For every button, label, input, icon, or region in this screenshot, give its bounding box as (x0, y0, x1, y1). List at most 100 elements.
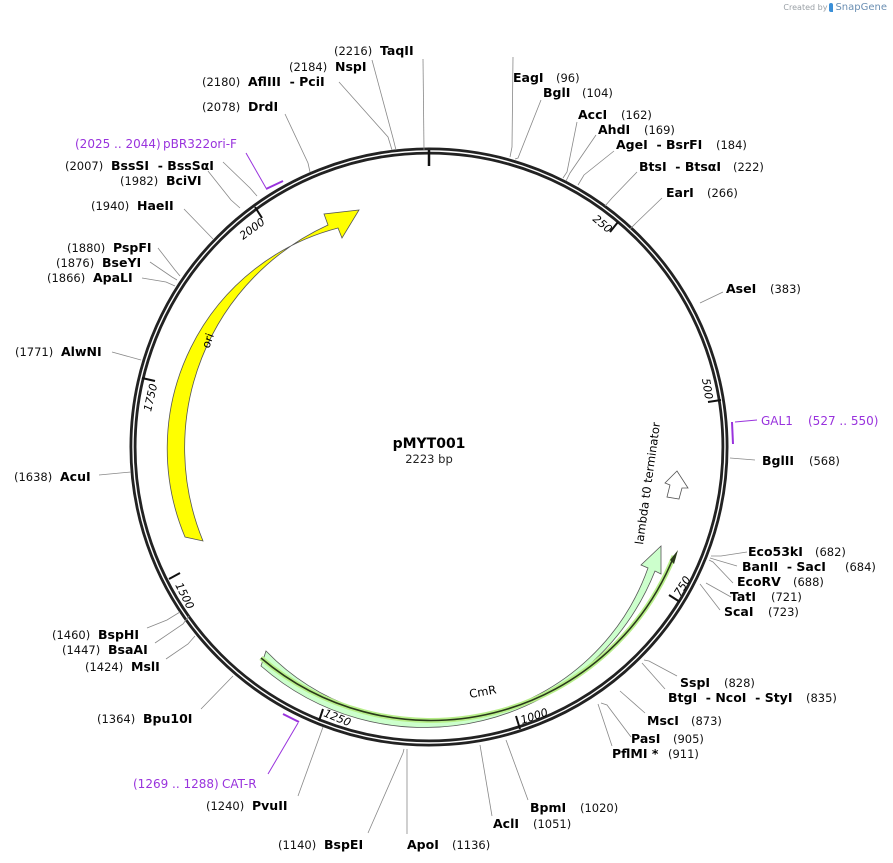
feature-ori[interactable]: ori (166, 209, 360, 542)
site-bsssi-bsssai[interactable]: (2007)BssSI - BssSαI (65, 158, 214, 173)
site-eagi[interactable]: EagI(96) (513, 70, 580, 85)
site-haeii[interactable]: (1940) HaeII (91, 198, 174, 213)
svg-text:(2078): (2078) (202, 100, 240, 114)
svg-text:(1424): (1424) (85, 660, 123, 674)
svg-text:(96): (96) (556, 71, 580, 85)
site-nspi[interactable]: (2184)NspI (289, 59, 367, 74)
site-bpu10i[interactable]: (1364)Bpu10I (97, 711, 192, 726)
svg-text:DrdI: DrdI (248, 99, 278, 114)
primer-range: (2025 .. 2044) (75, 137, 161, 151)
svg-text:(1140): (1140) (278, 838, 316, 852)
site-btsi-btsai[interactable]: BtsI - BtsαI(222) (639, 159, 764, 174)
sites-left: (1140) BspEI (1240)PvuII (1364)Bpu10I (14… (14, 43, 414, 852)
svg-text:(222): (222) (733, 160, 764, 174)
sites-right: EagI(96) BglI(104) AccI(162) AhdI(169) A… (407, 70, 876, 852)
site-drdi[interactable]: (2078) DrdI (202, 99, 278, 114)
svg-text:PflMI *: PflMI * (612, 746, 659, 761)
svg-text:(1447): (1447) (62, 643, 100, 657)
svg-text:(1940): (1940) (91, 199, 129, 213)
svg-text:BpmI: BpmI (530, 800, 566, 815)
site-sspi[interactable]: SspI(828) (680, 675, 755, 690)
site-tati[interactable]: TatI(721) (730, 589, 802, 604)
site-acli[interactable]: AclI (1051) (493, 816, 571, 831)
site-bsaai[interactable]: (1447) BsaAI (62, 642, 148, 657)
svg-text:(266): (266) (707, 186, 738, 200)
svg-text:(684): (684) (845, 560, 876, 574)
site-pvuii[interactable]: (1240)PvuII (206, 798, 288, 813)
cmr-orf-line (259, 550, 678, 723)
site-bspei[interactable]: (1140) BspEI (278, 837, 363, 852)
site-acui[interactable]: (1638)AcuI (14, 469, 91, 484)
site-pspfi[interactable]: (1880)PspFI (67, 240, 152, 255)
site-bseyi[interactable]: (1876)BseYI (56, 255, 141, 270)
ruler-ticks: 250 500 750 1000 1250 1500 1750 2000 (141, 206, 722, 730)
feature-cmr[interactable]: CmR (260, 545, 662, 728)
site-apali[interactable]: (1866)ApaLI (47, 270, 133, 285)
site-bcivi[interactable]: (1982)BciVI (120, 173, 202, 188)
svg-text:(1866): (1866) (47, 271, 85, 285)
site-agei-bsrfi[interactable]: AgeI - BsrFI(184) (616, 137, 747, 152)
svg-text:BsaAI: BsaAI (108, 642, 148, 657)
site-banii-saci[interactable]: BanII - SacI(684) (742, 559, 876, 574)
primer-name: GAL1 (761, 414, 793, 428)
svg-text:(169): (169) (644, 123, 675, 137)
svg-text:Bpu10I: Bpu10I (143, 711, 192, 726)
svg-text:BciVI: BciVI (166, 173, 202, 188)
svg-text:ApoI: ApoI (407, 837, 439, 852)
svg-text:HaeII: HaeII (137, 198, 174, 213)
svg-text:AclI: AclI (493, 816, 519, 831)
site-scai[interactable]: ScaI(723) (724, 604, 799, 619)
svg-text:(1876): (1876) (56, 256, 94, 270)
site-eari[interactable]: EarI(266) (666, 185, 738, 200)
feature-lambda-t0-terminator[interactable]: lambda t0 terminator (632, 421, 689, 545)
site-ecorv[interactable]: EcoRV(688) (737, 574, 824, 589)
feature-label-cmr: CmR (468, 682, 497, 701)
svg-text:(162): (162) (621, 108, 652, 122)
site-taqii[interactable]: (2216)TaqII (334, 43, 414, 58)
site-asei[interactable]: AseI(383) (726, 281, 801, 296)
svg-text:BglI: BglI (543, 85, 570, 100)
site-pflmi[interactable]: PflMI *(911) (612, 746, 699, 761)
svg-text:(1460): (1460) (52, 628, 90, 642)
svg-text:AlwNI: AlwNI (61, 344, 102, 359)
svg-text:(1240): (1240) (206, 799, 244, 813)
svg-text:(721): (721) (771, 590, 802, 604)
site-aflii-pcii[interactable]: (2180) AflIII - PciI (202, 74, 325, 89)
site-msci[interactable]: MscI(873) (647, 713, 722, 728)
site-apoi[interactable]: ApoI(1136) (407, 837, 490, 852)
site-bgli[interactable]: BglI(104) (543, 85, 613, 100)
primer-gal1[interactable]: GAL1 (527 .. 550) (731, 414, 878, 445)
svg-text:(682): (682) (815, 545, 846, 559)
svg-text:(2184): (2184) (289, 60, 327, 74)
primer-cat-r[interactable]: (1269 .. 1288) CAT-R (133, 713, 300, 791)
site-bpmi[interactable]: BpmI(1020) (530, 800, 618, 815)
plasmid-length: 2223 bp (405, 452, 453, 466)
primer-pbr322ori-f[interactable]: (2025 .. 2044) pBR322ori-F (75, 137, 284, 190)
site-msli[interactable]: (1424)MslI (85, 659, 160, 674)
site-bsphi[interactable]: (1460) BspHI (52, 627, 139, 642)
svg-text:AflIII - PciI: AflIII - PciI (248, 74, 325, 89)
site-leader-lines (98, 56, 756, 834)
site-alwni[interactable]: (1771) AlwNI (15, 344, 102, 359)
svg-text:(2180): (2180) (202, 75, 240, 89)
svg-text:(568): (568) (809, 454, 840, 468)
primer-range: (1269 .. 1288) (133, 777, 219, 791)
site-eco53ki[interactable]: Eco53kI(682) (748, 544, 846, 559)
credit-brand: SnapGene (835, 2, 887, 13)
svg-text:BspHI: BspHI (98, 627, 139, 642)
plasmid-name: pMYT001 (393, 436, 466, 452)
svg-text:(1051): (1051) (533, 817, 571, 831)
svg-text:(2216): (2216) (334, 44, 372, 58)
site-bglii[interactable]: BglII(568) (762, 453, 840, 468)
site-pasi[interactable]: PasI(905) (631, 731, 704, 746)
site-ahdi[interactable]: AhdI(169) (598, 122, 675, 137)
svg-text:AgeI - BsrFI: AgeI - BsrFI (616, 137, 702, 152)
site-btgi-ncoi-styi[interactable]: BtgI - NcoI - StyI(835) (668, 690, 837, 705)
svg-text:BspEI: BspEI (324, 837, 363, 852)
svg-text:BssSI - BssSαI: BssSI - BssSαI (111, 158, 214, 173)
svg-text:(688): (688) (793, 575, 824, 589)
site-acci[interactable]: AccI(162) (578, 107, 652, 122)
svg-text:(1771): (1771) (15, 345, 53, 359)
svg-text:(905): (905) (673, 732, 704, 746)
primer-name: pBR322ori-F (163, 137, 237, 151)
